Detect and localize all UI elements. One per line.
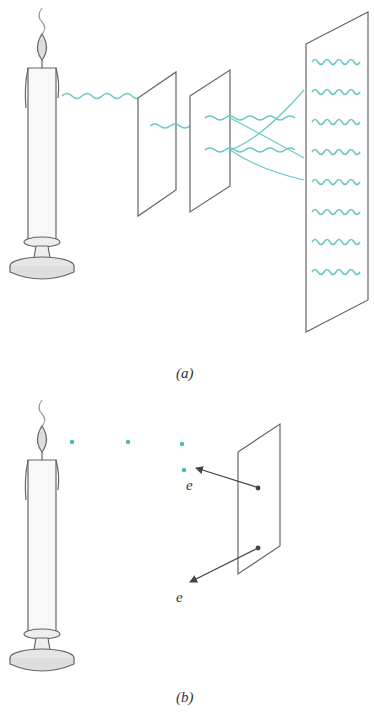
candle [10,400,74,671]
interference-pattern [312,60,360,275]
electron-arrow [190,468,260,582]
candle [10,8,74,279]
double-slit-plate [190,70,230,212]
photon-dots [70,440,186,472]
screen [306,12,368,332]
panel-label: (b) [176,690,194,705]
light-wave [62,94,142,99]
metal-plate [238,424,280,574]
electron-label: e [186,478,193,493]
electron-label: e [176,590,183,605]
slit-plate [138,72,176,216]
panel-label: (a) [176,366,194,381]
